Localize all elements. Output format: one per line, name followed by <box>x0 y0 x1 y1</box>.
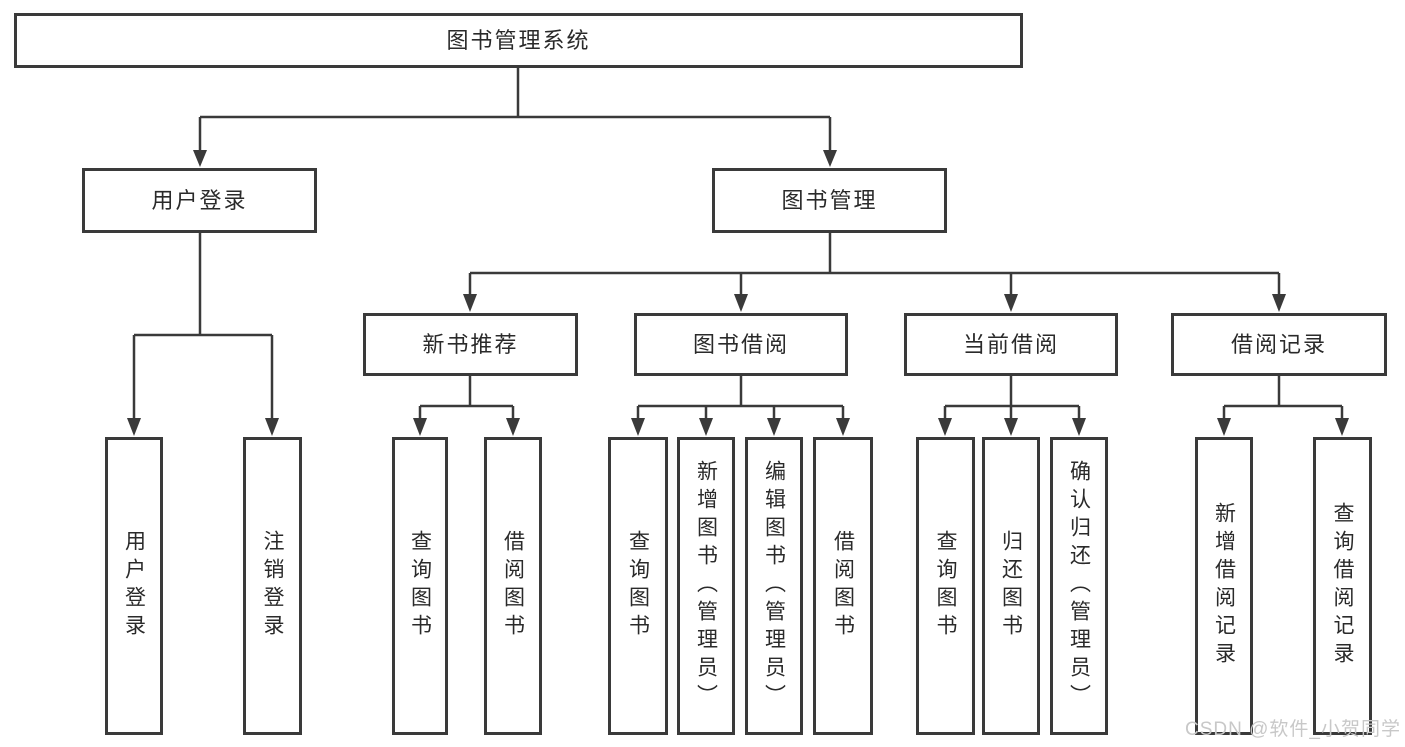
node-borrow-records-label: 借阅记录 <box>1230 331 1327 357</box>
node-borrow-book-recommend-label: 借阅图书 <box>501 530 525 642</box>
arrowhead <box>631 418 645 436</box>
node-confirm-return-admin: 确认归还（管理员） <box>1050 437 1108 735</box>
node-return-book: 归还图书 <box>982 437 1040 735</box>
arrowhead <box>1335 418 1349 436</box>
arrowhead <box>1217 418 1231 436</box>
edge-new-book-to-children <box>413 376 520 436</box>
node-current-borrowing: 当前借阅 <box>904 313 1118 376</box>
node-query-book-current: 查询图书 <box>916 437 975 735</box>
node-query-book-borrowing-label: 查询图书 <box>626 530 650 642</box>
node-new-book-recommend-label: 新书推荐 <box>422 331 519 357</box>
arrowhead <box>193 150 207 167</box>
node-query-borrow-record: 查询借阅记录 <box>1313 437 1372 735</box>
csdn-watermark: CSDN @软件_小贺同学 <box>1185 719 1401 740</box>
arrowhead <box>823 150 837 167</box>
node-book-borrowing: 图书借阅 <box>634 313 848 376</box>
node-query-book-recommend-label: 查询图书 <box>408 530 432 642</box>
node-current-borrowing-label: 当前借阅 <box>962 331 1059 357</box>
node-user-login-leaf: 用户登录 <box>105 437 163 735</box>
node-borrow-book-recommend: 借阅图书 <box>484 437 542 735</box>
edge-current-borrow-to-children <box>938 376 1086 436</box>
edge-root-to-level1 <box>193 68 837 167</box>
arrowhead <box>699 418 713 436</box>
arrowhead <box>1072 418 1086 436</box>
node-edit-book-admin: 编辑图书（管理员） <box>745 437 803 735</box>
node-logout-label: 注销登录 <box>261 530 284 642</box>
arrowhead <box>938 418 952 436</box>
node-return-book-label: 归还图书 <box>999 530 1023 642</box>
node-book-borrowing-label: 图书借阅 <box>692 331 789 357</box>
node-query-book-current-label: 查询图书 <box>934 530 957 642</box>
node-add-borrow-record: 新增借阅记录 <box>1195 437 1253 735</box>
node-query-borrow-record-label: 查询借阅记录 <box>1331 502 1354 670</box>
arrowhead <box>413 418 427 436</box>
node-borrow-records: 借阅记录 <box>1171 313 1387 376</box>
node-confirm-return-admin-label: 确认归还（管理员） <box>1067 460 1091 712</box>
arrowhead <box>265 418 279 436</box>
edge-borrow-record-to-children <box>1217 376 1349 436</box>
arrowhead <box>734 294 748 312</box>
arrowhead <box>767 418 781 436</box>
node-user-login-label: 用户登录 <box>151 187 248 213</box>
node-add-book-admin-label: 新增图书（管理员） <box>694 460 718 712</box>
arrowhead <box>1004 294 1018 312</box>
node-new-book-recommend: 新书推荐 <box>363 313 578 376</box>
node-query-book-recommend: 查询图书 <box>392 437 448 735</box>
node-user-login-leaf-label: 用户登录 <box>122 530 146 642</box>
node-borrow-book-borrowing: 借阅图书 <box>813 437 873 735</box>
node-borrow-book-borrowing-label: 借阅图书 <box>831 530 855 642</box>
node-add-borrow-record-label: 新增借阅记录 <box>1212 502 1236 670</box>
node-library-system-label: 图书管理系统 <box>446 27 591 53</box>
arrowhead <box>1004 418 1018 436</box>
node-query-book-borrowing: 查询图书 <box>608 437 668 735</box>
node-book-management: 图书管理 <box>712 168 947 233</box>
edge-book-mgmt-to-children <box>463 233 1286 312</box>
node-library-system: 图书管理系统 <box>14 13 1023 68</box>
arrowhead <box>1272 294 1286 312</box>
node-logout: 注销登录 <box>243 437 302 735</box>
arrowhead <box>463 294 477 312</box>
edge-user-login-to-children <box>127 233 279 436</box>
arrowhead <box>127 418 141 436</box>
node-book-management-label: 图书管理 <box>781 187 878 213</box>
node-edit-book-admin-label: 编辑图书（管理员） <box>762 460 786 712</box>
edge-book-borrow-to-children <box>631 376 850 436</box>
arrowhead <box>836 418 850 436</box>
arrowhead <box>506 418 520 436</box>
node-user-login: 用户登录 <box>82 168 317 233</box>
node-add-book-admin: 新增图书（管理员） <box>677 437 735 735</box>
